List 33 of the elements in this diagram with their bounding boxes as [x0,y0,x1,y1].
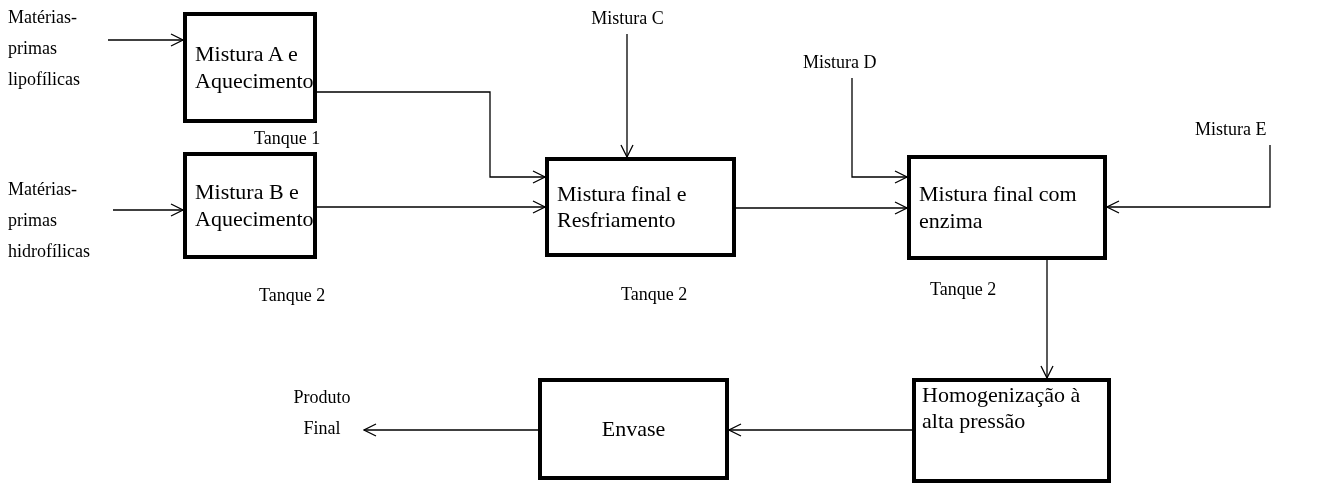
arrow [107,33,184,47]
flow-label: Mistura C [591,8,664,28]
arrow [851,77,908,184]
node-label: Mistura B e Aquecimento [195,179,314,232]
process-box [907,155,1107,260]
arrow [316,200,546,214]
flow-label: Produto Final [293,387,351,438]
arrow [728,423,913,437]
process-box [183,152,317,259]
arrow [112,203,184,217]
flow-label: Matérias-primas hidrofílicas [8,179,90,261]
process-box [545,157,736,257]
tank-label: Tanque 2 [621,284,688,305]
flow-label: Mistura E [1195,119,1267,139]
process-box [538,378,729,480]
process-box [183,12,317,123]
flow-label: Matérias-primas lipofílicas [8,7,80,89]
flow-label: Mistura D [803,52,877,72]
node-label: Envase [601,415,666,443]
arrow [1106,144,1271,214]
arrow [620,33,634,158]
arrow [316,91,546,184]
tank-label: Tanque 2 [259,285,326,306]
tank-label: Tanque 1 [254,128,321,149]
tank-label: Tanque 2 [930,279,997,300]
arrow [735,201,908,215]
node-label: Mistura A e Aquecimento [195,41,314,94]
node-label: Mistura final e Resfriamento [557,180,688,234]
arrow [1040,259,1054,379]
arrow [363,423,539,437]
process-box [912,378,1111,483]
node-label: Mistura final com enzima [919,181,1078,234]
node-label: Homogenização à alta pressão [922,382,1082,435]
